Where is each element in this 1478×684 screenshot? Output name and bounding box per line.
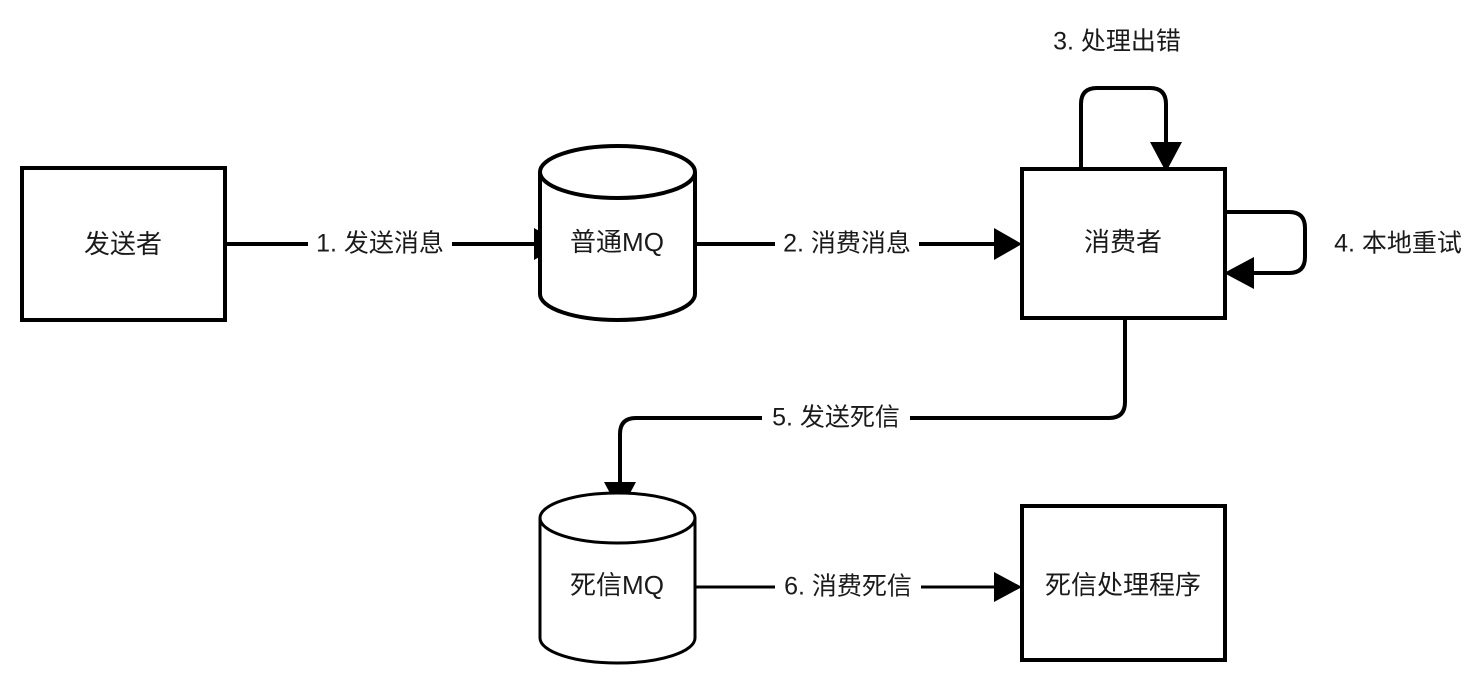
node-dead-letter-handler-label: 死信处理程序 xyxy=(1045,570,1201,600)
edge-2-label-bg xyxy=(775,226,919,262)
edge-label-consume-message: 2. 消费消息 xyxy=(783,230,911,258)
edge-3-arrowhead xyxy=(1150,142,1182,172)
node-sender-box[interactable] xyxy=(20,166,227,322)
node-dead-letter-handler-box[interactable] xyxy=(1020,504,1227,662)
node-dead-letter-mq-top xyxy=(538,491,697,545)
edge-4-line xyxy=(1225,210,1307,275)
edge-send-dead-letter: 5. 发送死信 xyxy=(604,318,1127,512)
edge-5-label-bg xyxy=(762,400,910,436)
edge-label-consume-dead-letter: 6. 消费死信 xyxy=(784,573,912,601)
edge-label-processing-error: 3. 处理出错 xyxy=(1053,28,1181,56)
node-normal-mq-top xyxy=(538,144,697,200)
edge-consume-dead-letter: 6. 消费死信 xyxy=(695,569,1022,605)
node-consumer[interactable]: 消费者 xyxy=(1020,167,1227,320)
node-dead-letter-mq-body[interactable] xyxy=(538,518,697,665)
node-sender[interactable]: 发送者 xyxy=(20,166,227,322)
edge-6-arrowhead xyxy=(994,572,1022,602)
edge-3-line xyxy=(1079,86,1168,169)
edge-6-label-bg xyxy=(775,569,921,605)
edge-1-label-bg xyxy=(308,226,452,262)
node-normal-mq[interactable]: 普通MQ xyxy=(538,144,697,322)
node-dead-letter-mq[interactable]: 死信MQ xyxy=(538,491,697,665)
edge-label-send-message: 1. 发送消息 xyxy=(316,230,444,258)
edge-2-arrowhead xyxy=(994,228,1022,260)
edge-local-retry: 4. 本地重试 xyxy=(1224,210,1462,289)
edge-processing-error: 3. 处理出错 xyxy=(1053,28,1182,172)
node-normal-mq-label: 普通MQ xyxy=(570,227,664,257)
node-normal-mq-body[interactable] xyxy=(538,172,697,322)
node-sender-label: 发送者 xyxy=(84,229,162,259)
node-dead-letter-mq-label: 死信MQ xyxy=(570,570,664,600)
node-consumer-box[interactable] xyxy=(1020,167,1227,320)
edge-send-message: 1. 发送消息 xyxy=(225,226,562,262)
node-consumer-label: 消费者 xyxy=(1084,227,1162,257)
edge-consume-message: 2. 消费消息 xyxy=(695,226,1022,262)
node-dead-letter-handler[interactable]: 死信处理程序 xyxy=(1020,504,1227,662)
edge-label-send-dead-letter: 5. 发送死信 xyxy=(772,404,900,432)
edge-4-arrowhead xyxy=(1224,257,1254,289)
edge-label-local-retry: 4. 本地重试 xyxy=(1334,230,1462,258)
